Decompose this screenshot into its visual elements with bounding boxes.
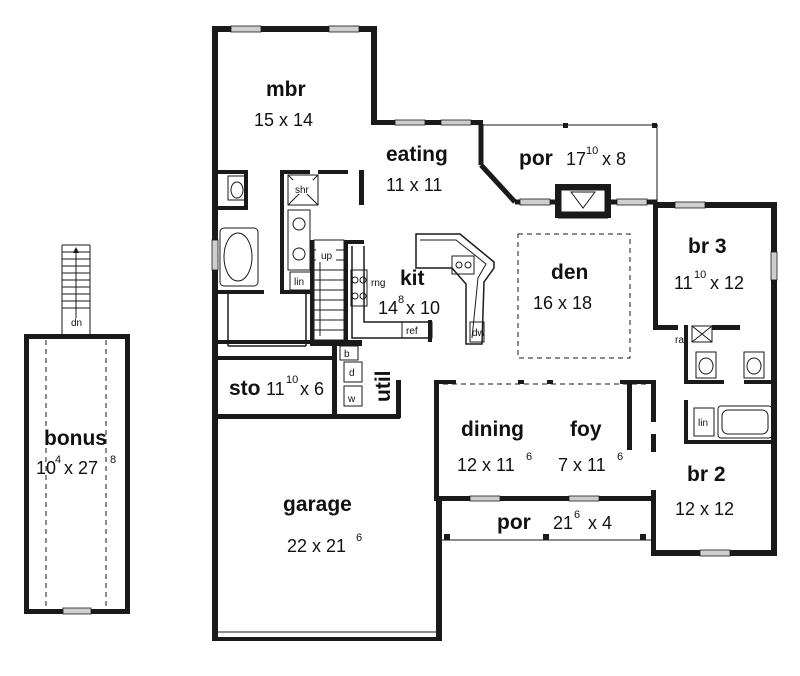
bonus-dim-sup2: 8 — [110, 454, 116, 466]
sto-dim-b: x 6 — [300, 379, 324, 399]
garage-name: garage — [283, 493, 352, 516]
eating-dim: 11 x 11 — [386, 175, 442, 195]
util-name: util — [372, 371, 395, 403]
util-d-label: d — [349, 368, 355, 379]
room-labels: mbr 15 x 14 eating 11 x 11 por 17 10 x 8… — [229, 78, 744, 556]
por-bot-dim-b: x 4 — [588, 513, 612, 533]
ra-label: ra — [675, 335, 684, 346]
br3-name: br 3 — [688, 235, 727, 258]
por-top-dim-sup: 10 — [586, 145, 598, 157]
range-label: rng — [371, 278, 385, 289]
garage-dim-sup: 6 — [356, 532, 362, 544]
br3-dim-sup: 10 — [694, 269, 706, 281]
kit-dim-a: 14 — [378, 298, 398, 318]
util-w-label: w — [347, 394, 356, 405]
bonus-dim-b: x 27 — [64, 458, 98, 478]
sto-name: sto — [229, 377, 261, 400]
br2-linen-label: lin — [698, 418, 708, 429]
sto-dim-a: 11 — [266, 379, 285, 399]
por-bot-dim-sup: 6 — [574, 509, 580, 521]
eating-name: eating — [386, 143, 448, 166]
foy-dim-sup: 6 — [617, 451, 623, 463]
br3-dim-a: 11 — [674, 273, 693, 293]
mbr-dim: 15 x 14 — [254, 110, 313, 130]
den-dim: 16 x 18 — [533, 293, 592, 313]
bonus-dim-a: 10 — [36, 458, 56, 478]
por-top-dim-b: x 8 — [602, 149, 626, 169]
bonus-stair — [61, 244, 91, 336]
bonus-name: bonus — [44, 427, 107, 450]
util-b-label: b — [344, 349, 350, 360]
interior-walls: shr lin up — [218, 170, 773, 500]
mbr-name: mbr — [266, 78, 306, 101]
exterior-walls — [211, 25, 778, 641]
bonus-dim-sup: 4 — [55, 454, 61, 466]
kit-name: kit — [400, 267, 425, 290]
por-bot-dim-a: 21 — [553, 513, 573, 533]
den-name: den — [551, 261, 588, 284]
por-bot-name: por — [497, 511, 531, 534]
shower-label: shr — [295, 185, 310, 196]
ref-label: ref — [406, 326, 418, 337]
foy-dim: 7 x 11 — [558, 455, 606, 475]
dining-name: dining — [461, 418, 524, 441]
bonus-dn-label: dn — [71, 318, 82, 329]
dw-label: dw — [472, 328, 486, 339]
por-top-dim-a: 17 — [566, 149, 586, 169]
kit-dim-sup: 8 — [398, 294, 404, 306]
foy-name: foy — [570, 418, 602, 441]
garage-dim: 22 x 21 — [287, 536, 346, 556]
br2-name: br 2 — [687, 463, 726, 486]
kit-dim-b: x 10 — [406, 298, 440, 318]
mbr-linen-label: lin — [294, 277, 304, 288]
dining-dim: 12 x 11 — [457, 455, 515, 475]
dining-dim-sup: 6 — [526, 451, 532, 463]
main-stair: up — [313, 239, 345, 341]
por-top-name: por — [519, 147, 553, 170]
stair-up-label: up — [321, 251, 333, 262]
br3-dim-b: x 12 — [710, 273, 744, 293]
br2-dim: 12 x 12 — [675, 499, 734, 519]
sto-dim-sup: 10 — [286, 374, 298, 386]
bonus-room: dn bonus 10 4 x 27 8 — [24, 244, 130, 615]
